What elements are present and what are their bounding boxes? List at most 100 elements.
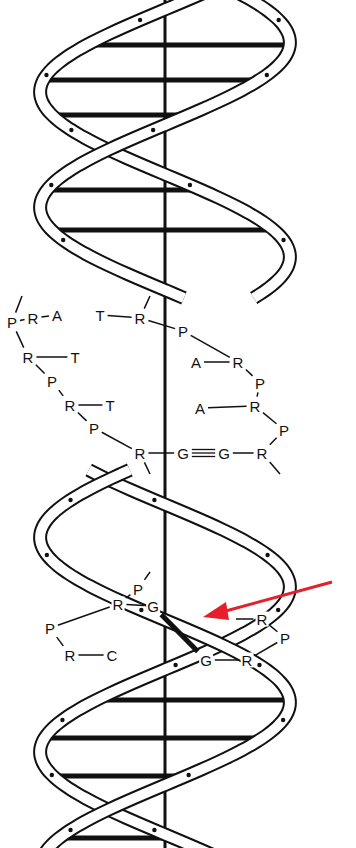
- backbone-dot: [138, 18, 142, 22]
- base-letter: T: [104, 398, 115, 413]
- triple-bond: [192, 449, 215, 450]
- base-bond: [204, 361, 230, 363]
- backbone-line: [36, 365, 45, 374]
- base-letter: R: [112, 597, 125, 612]
- backbone-line: [20, 319, 25, 321]
- backbone-line: [144, 296, 150, 309]
- base-pair-bar: [59, 774, 180, 779]
- ribbon-face: [40, 470, 290, 848]
- base-letter: P: [278, 423, 290, 438]
- backbone-line: [57, 637, 64, 646]
- base-letter: R: [64, 398, 77, 413]
- base-letter: R: [27, 311, 40, 326]
- backbone-dot: [257, 663, 261, 667]
- backbone-dot: [44, 73, 48, 77]
- base-letter: A: [190, 355, 202, 370]
- backbone-dot: [60, 718, 64, 722]
- backbone-dot: [281, 718, 285, 722]
- base-pair-bar: [57, 228, 268, 233]
- backbone-line: [16, 296, 22, 313]
- backbone-dot: [173, 663, 177, 667]
- base-letter: R: [22, 350, 35, 365]
- base-bond: [148, 452, 174, 454]
- base-pair-bar: [102, 698, 284, 703]
- base-letter: T: [69, 350, 80, 365]
- base-letter: A: [51, 308, 63, 323]
- base-bond: [108, 316, 132, 318]
- backbone-dot: [265, 553, 269, 557]
- ribbon-edge: [40, 0, 290, 298]
- backbone-line: [246, 370, 253, 376]
- base-letter: P: [6, 315, 18, 330]
- base-letter: P: [279, 631, 291, 646]
- backbone-line: [78, 413, 87, 421]
- backbone-dot: [68, 498, 72, 502]
- ribbon-face: [40, 470, 290, 848]
- backbone-dot: [281, 238, 285, 242]
- base-bond: [41, 315, 49, 317]
- base-letter: P: [46, 374, 58, 389]
- backbone-line: [148, 321, 175, 329]
- base-bond: [233, 452, 254, 454]
- base-pair-bar: [49, 78, 253, 83]
- base-bond: [215, 659, 239, 661]
- backbone-dot: [186, 773, 190, 777]
- base-letter: P: [177, 324, 189, 339]
- base-bond: [208, 406, 247, 407]
- base-pair-bar: [50, 736, 256, 741]
- base-letter: A: [194, 401, 206, 416]
- base-letter: P: [44, 621, 56, 636]
- backbone-dot: [277, 18, 281, 22]
- base-bond: [78, 404, 102, 406]
- backbone-line: [126, 595, 130, 598]
- ribbon-edge: [40, 470, 290, 848]
- backbone-line: [144, 462, 150, 474]
- backbone-dot: [69, 128, 73, 132]
- ribbon-face: [40, 0, 290, 298]
- mismatch-bar: [161, 614, 198, 651]
- backbone-dot: [50, 773, 54, 777]
- backbone-line: [59, 390, 63, 396]
- base-bond: [78, 654, 103, 656]
- backbone-dot: [265, 73, 269, 77]
- helix-group: [40, 0, 290, 848]
- base-letter: R: [256, 446, 269, 461]
- backbone-dot: [151, 128, 155, 132]
- backbone-line: [16, 331, 23, 347]
- ribbon-edge: [40, 0, 290, 298]
- backbone-dot: [61, 238, 65, 242]
- backbone-dot: [139, 608, 143, 612]
- base-pair-bar: [93, 43, 284, 48]
- arrow-shaft: [222, 582, 332, 612]
- base-letter: G: [199, 653, 213, 668]
- base-letter: G: [146, 599, 160, 614]
- base-letter: R: [256, 612, 269, 627]
- backbone-dot: [152, 828, 156, 832]
- base-letter: C: [106, 648, 119, 663]
- backbone-dot: [49, 183, 53, 187]
- base-letter: R: [64, 648, 77, 663]
- backbone-dot: [152, 498, 156, 502]
- base-bond: [36, 356, 67, 358]
- backbone-dot: [45, 553, 49, 557]
- base-letter: P: [88, 421, 100, 436]
- backbone-dot: [188, 183, 192, 187]
- triple-bond: [192, 452, 215, 453]
- base-letter: R: [232, 355, 245, 370]
- base-letter: R: [241, 653, 254, 668]
- backbone-dot: [276, 608, 280, 612]
- backbone-line: [256, 392, 258, 396]
- backbone-line: [270, 626, 277, 632]
- backbone-line: [102, 432, 132, 448]
- backbone-line: [263, 413, 276, 424]
- ribbon-edge: [40, 470, 290, 848]
- arrow-head: [203, 602, 229, 620]
- backbone-line: [144, 572, 150, 580]
- base-bond: [126, 604, 144, 605]
- base-letter: R: [134, 446, 147, 461]
- base-letter: R: [249, 399, 262, 414]
- base-letter: P: [132, 582, 144, 597]
- bond-lines: [16, 296, 280, 660]
- backbone-line: [236, 618, 254, 620]
